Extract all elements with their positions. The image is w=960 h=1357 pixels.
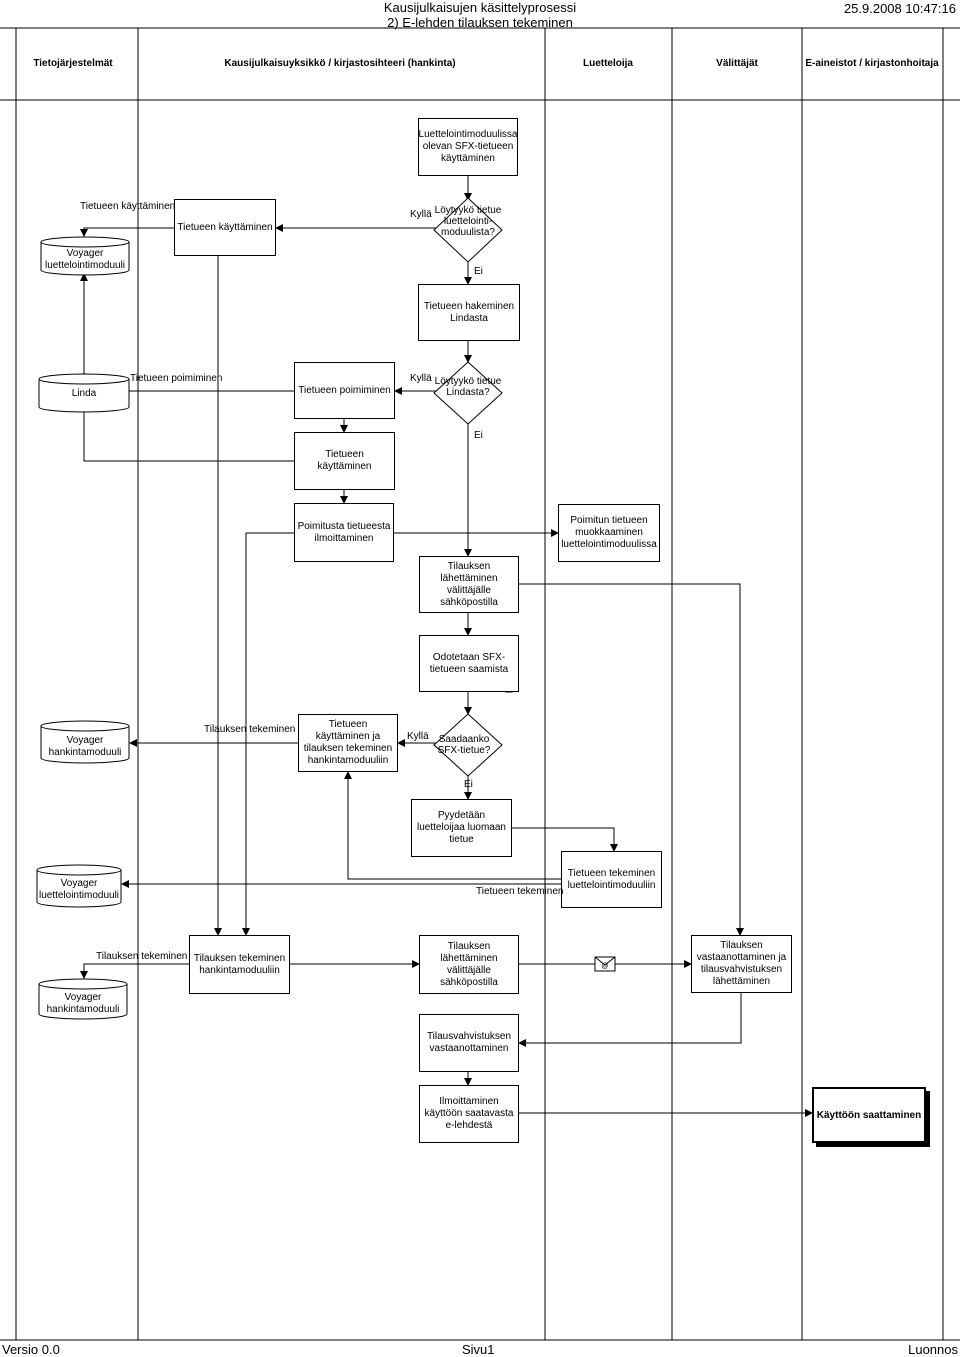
- label-kylla-1: Kyllä: [410, 209, 432, 220]
- db-voyager-hankinta-2-label: Voyager hankintamoduuli: [46, 992, 120, 1015]
- box-tilauksen-lahettaminen-2: Tilauksen lähettäminen välittäjälle sähk…: [419, 935, 519, 994]
- box-ilmoittaminen-kayttoon: Ilmoittaminen käyttöön saatavasta e-lehd…: [419, 1085, 519, 1143]
- box-poimitusta-ilmoittaminen: Poimitusta tietueesta ilmoittaminen: [294, 503, 394, 562]
- db-voyager-luettelointi-1: [40, 236, 130, 276]
- box-tietueen-poimiminen: Tietueen poimiminen: [294, 362, 395, 419]
- label-kylla-2: Kyllä: [410, 373, 432, 384]
- label-tietueen-poimiminen: Tietueen poimiminen: [130, 373, 223, 384]
- lane-hankinta: Kausijulkaisuyksikkö / kirjastosihteeri …: [224, 58, 456, 69]
- envelope-icon: @: [594, 956, 616, 972]
- datetime: 25.9.2008 10:47:16: [843, 1, 956, 16]
- label-tietueen-kaytto: Tietueen käyttäminen: [80, 201, 176, 212]
- lane-e-aineistot: E-aineistot / kirjastonhoitaja: [805, 58, 939, 69]
- footer-page: Sivu1: [462, 1342, 495, 1357]
- box-pyydetaan-luetteloijaa: Pyydetään luetteloijaa luomaan tietue: [411, 799, 512, 857]
- diagram-subtitle: 2) E-lehden tilauksen tekeminen: [387, 15, 573, 30]
- label-ei-3: Ei: [464, 779, 473, 790]
- label-ei-1: Ei: [474, 266, 483, 277]
- db-voyager-hankinta-1: [40, 720, 130, 764]
- lane-tietojarjestelmat: Tietojärjestelmät: [33, 58, 113, 69]
- box-tietueen-kaytto-2: Tietueen käyttäminen: [294, 432, 395, 490]
- db-voyager-luettelointi-2: [36, 864, 122, 908]
- box-tilauksen-tekeminen-hankintamoduuliin: Tilauksen tekeminen hankintamoduuliin: [189, 935, 290, 994]
- box-tilauksen-tekeminen-hankinta: Tietueen käyttäminen ja tilauksen tekemi…: [298, 714, 398, 772]
- box-tietueen-hakeminen: Tietueen hakeminen Lindasta: [418, 284, 520, 341]
- box-tietueen-kaytto-1: Tietueen käyttäminen: [174, 199, 276, 256]
- label-ei-2: Ei: [474, 430, 483, 441]
- box-odotetaan-sfx: Odotetaan SFX-tietueen saamista: [419, 635, 519, 692]
- db-voyager-luettelointi-2-label: Voyager luettelointimoduuli: [38, 878, 120, 901]
- decision-loytyyko-luettelointi: Löytyykö tietue luettelointi- moduulista…: [434, 205, 502, 238]
- db-voyager-luettelointi-1-label: Voyager luettelointimoduuli: [44, 248, 126, 271]
- box-tilausvahvistuksen-vastaanottaminen: Tilausvahvistuksen vastaanottaminen: [419, 1014, 519, 1072]
- decision-saadaanko-sfx: Saadaanko SFX-tietue?: [437, 734, 491, 756]
- label-tilauksen-tekeminen-2: Tilauksen tekeminen: [96, 951, 188, 962]
- db-linda-label: Linda: [71, 388, 97, 399]
- decision-loytyyko-lindasta: Löytyykö tietue Lindasta?: [434, 376, 502, 398]
- footer-version: Versio 0.0: [2, 1342, 60, 1357]
- box-sfx-tietueen-kaytto: Luettelointimoduulissa olevan SFX-tietue…: [418, 118, 518, 176]
- lane-valittajat: Välittäjät: [716, 58, 758, 69]
- diagram-title: Kausijulkaisujen käsittelyprosessi: [383, 0, 577, 15]
- box-kayttoon-saattaminen: Käyttöön saattaminen: [812, 1087, 926, 1143]
- box-tietueen-tekeminen: Tietueen tekeminen luettelointimoduuliin: [561, 851, 662, 908]
- footer-status: Luonnos: [908, 1342, 958, 1357]
- svg-text:@: @: [601, 963, 608, 970]
- label-tietueen-tekeminen: Tietueen tekeminen: [476, 886, 564, 897]
- box-poimitun-muokkaaminen: Poimitun tietueen muokkaaminen luetteloi…: [558, 504, 660, 562]
- label-tilauksen-tekeminen-1: Tilauksen tekeminen: [204, 724, 296, 735]
- db-voyager-hankinta-1-label: Voyager hankintamoduuli: [48, 735, 122, 758]
- box-tilauksen-lahettaminen-1: Tilauksen lähettäminen välittäjälle sähk…: [419, 556, 519, 613]
- box-tilauksen-vastaanottaminen: Tilauksen vastaanottaminen ja tilausvahv…: [691, 935, 792, 993]
- lane-luetteloija: Luetteloija: [582, 58, 633, 69]
- db-linda: [38, 373, 130, 413]
- db-voyager-hankinta-2: [38, 978, 128, 1020]
- label-kylla-3: Kyllä: [407, 731, 429, 742]
